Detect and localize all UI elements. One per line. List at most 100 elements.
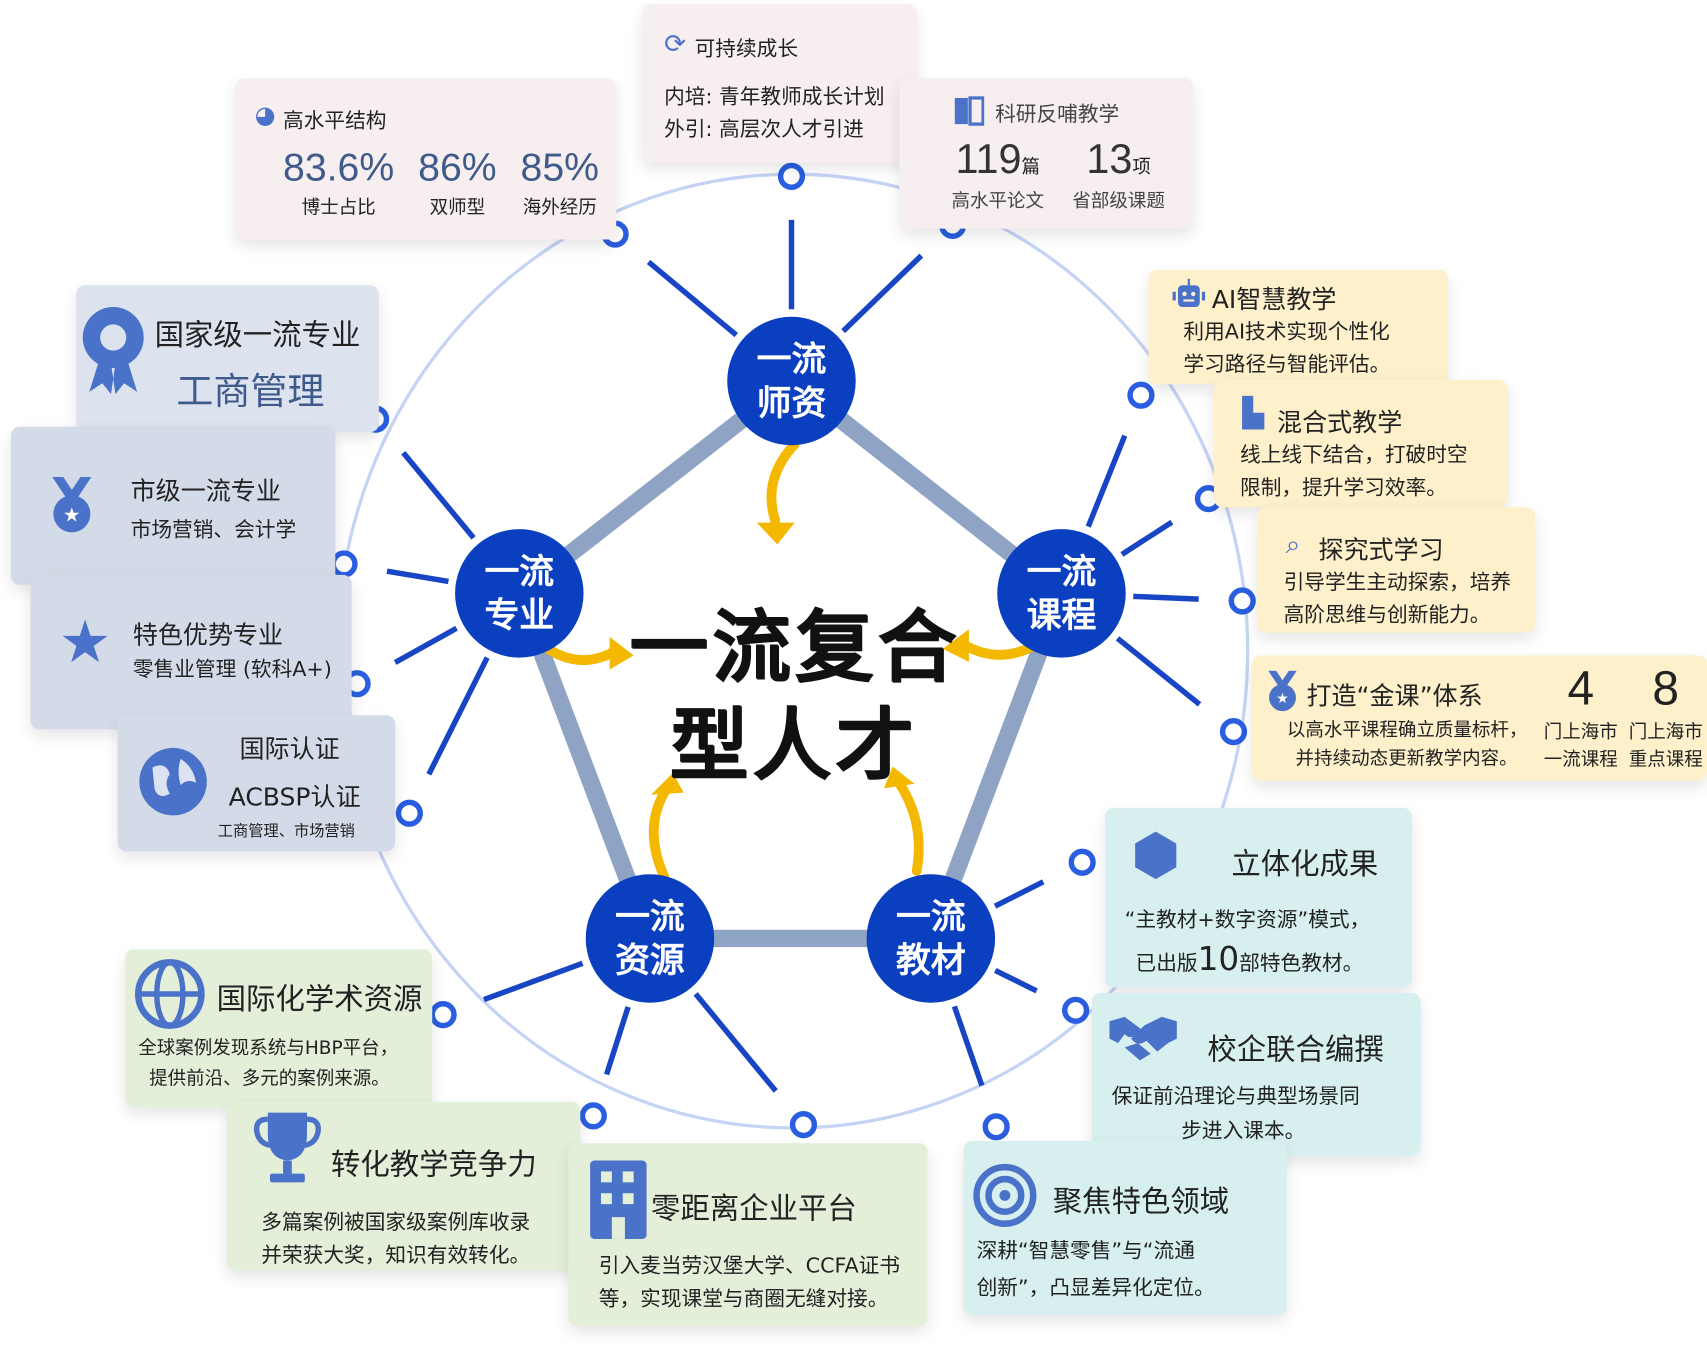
card-feature-major: ★ 特色优势专业 零售业管理 (软科A+) [30, 574, 352, 730]
node-faculty[interactable]: 一流师资 [727, 316, 856, 446]
stat-value: 86% [418, 144, 497, 190]
globe-icon [134, 959, 205, 1029]
card-text: 提供前沿、多元的案例来源。 [149, 1068, 390, 1090]
node-major[interactable]: 一流专业 [455, 529, 584, 658]
stat-label: 高水平论文 [951, 190, 1045, 213]
target-icon [973, 1163, 1037, 1227]
node-label: 一流 [895, 896, 966, 938]
card-text: 多篇案例被国家级案例库收录 [261, 1210, 531, 1235]
spoke-line [401, 451, 476, 540]
node-label: 师资 [756, 382, 827, 424]
card-text: 以高水平课程确立质量标杆， [1286, 719, 1528, 742]
ring-dot [982, 1113, 1010, 1141]
card-intl-accreditation: 国际认证 ACBSP认证 工商管理、市场营销 [117, 715, 396, 852]
node-textbook[interactable]: 一流教材 [866, 874, 996, 1003]
center-title-line1: 一流复合 [629, 599, 961, 693]
arrowheads [609, 522, 969, 795]
card-title: 零距离企业平台 [651, 1192, 857, 1226]
spoke-line [646, 259, 739, 338]
refresh-icon: ⟳ [664, 28, 687, 59]
text-post: 部特色教材。 [1239, 951, 1364, 976]
card-city-major: ★ 市级一流专业 市场营销、会计学 [10, 426, 336, 585]
card-text: 并荣获大奖，知识有效转化。 [261, 1243, 531, 1268]
card-subtitle: 市场营销、会计学 [130, 518, 297, 543]
stat-value: 4 [1567, 661, 1595, 716]
card-ai-teaching: AI智慧教学 利用AI技术实现个性化 学习路径与智能评估。 [1148, 269, 1448, 385]
golden-stats: 4 门上海市 一流课程 8 门上海市 重点课程 [1544, 662, 1703, 771]
node-label: 教材 [895, 939, 966, 981]
ring-dot [330, 550, 358, 578]
card-text: 保证前沿理论与典型场景同 [1111, 1084, 1360, 1109]
ring-dot [789, 1111, 818, 1139]
card-high-level-structure: ◕ 高水平结构 83.6% 博士占比 86% 双师型 85% 海外经历 [235, 78, 617, 240]
card-golden-course: ★ 打造“金课”体系 以高水平课程确立质量标杆， 并持续动态更新教学内容。 4 … [1252, 655, 1707, 781]
card-title: 探究式学习 [1318, 536, 1444, 566]
card-subtitle: 零售业管理 (软科A+) [132, 657, 332, 682]
stat-label: 双师型 [429, 197, 486, 219]
card-subtitle: 工商管理 [176, 370, 325, 414]
card-text: 并持续动态更新教学内容。 [1295, 747, 1518, 770]
building-icon [590, 1160, 647, 1239]
card-subtitle: ACBSP认证 [228, 783, 361, 813]
stat-value-group: 13项 [1086, 135, 1151, 185]
card-title: 科研反哺教学 [995, 102, 1120, 127]
stat-phd: 83.6% 博士占比 [283, 144, 394, 219]
spoke-line [483, 960, 584, 1003]
stat-label: 门上海市 [1628, 721, 1703, 744]
pie-chart-icon: ◕ [254, 102, 276, 130]
spoke-line [426, 656, 490, 776]
stat-papers: 119篇 高水平论文 [952, 135, 1045, 212]
spoke-line [841, 253, 924, 334]
spoke-line [1085, 434, 1128, 528]
card-text: 引导学生主动探索，培养 [1283, 570, 1512, 595]
card-teaching-competitiveness: 转化教学竞争力 多篇案例被国家级案例库收录 并荣获大奖，知识有效转化。 [226, 1101, 581, 1271]
card-intl-resources: 国际化学术资源 全球案例发现系统与HBP平台， 提供前沿、多元的案例来源。 [125, 949, 433, 1108]
card-school-enterprise: 校企联合编撰 保证前沿理论与典型场景同 步进入课本。 [1091, 992, 1421, 1157]
card-text: 等，实现课堂与商圈无缝对接。 [598, 1286, 889, 1311]
medal-icon: ★ [1268, 670, 1297, 712]
stat-value: 83.6% [283, 144, 395, 190]
node-label: 课程 [1026, 594, 1097, 636]
card-title: AI智慧教学 [1211, 286, 1337, 315]
node-resource[interactable]: 一流资源 [585, 874, 715, 1003]
svg-text:★: ★ [63, 503, 81, 526]
card-title: 打造“金课”体系 [1306, 682, 1483, 711]
card-title: 国际化学术资源 [216, 983, 423, 1017]
spokes [386, 219, 1202, 1093]
handshake-icon [1109, 1016, 1177, 1061]
star-icon: ★ [58, 607, 112, 677]
card-title: 校企联合编撰 [1207, 1033, 1384, 1067]
node-course[interactable]: 一流课程 [997, 529, 1126, 658]
card-enterprise-platform: 零距离企业平台 引入麦当劳汉堡大学、CCFA证书 等，实现课堂与商圈无缝对接。 [568, 1143, 928, 1327]
card-text: 内培: 青年教师成长计划 [664, 84, 885, 109]
card-text: 引入麦当劳汉堡大学、CCFA证书 [598, 1254, 901, 1279]
card-text: 全球案例发现系统与HBP平台， [138, 1037, 399, 1060]
stat-unit: 项 [1132, 156, 1151, 179]
research-stats: 119篇 高水平论文 13项 省部级课题 [952, 135, 1165, 212]
stat-label: 海外经历 [522, 197, 597, 219]
node-label: 一流 [484, 550, 555, 593]
spoke-line [951, 1005, 985, 1087]
ring-dot [429, 1001, 457, 1029]
stat-value-group: 119篇 [956, 135, 1040, 185]
structure-stats: 83.6% 博士占比 86% 双师型 85% 海外经历 [283, 144, 599, 219]
card-3d-results: ⬢ 立体化成果 “主教材+数字资源”模式， 已出版10部特色教材。 [1105, 807, 1413, 988]
cubes-icon: ⬢ [1131, 823, 1181, 889]
arrow-textbook [893, 776, 924, 876]
stat-value: 119 [955, 137, 1022, 183]
spoke-line [393, 625, 458, 665]
card-inquiry-learning: ⌕ 探究式学习 引导学生主动探索，培养 高阶思维与创新能力。 [1257, 507, 1536, 633]
stat-overseas: 85% 海外经历 [521, 144, 599, 219]
card-text: 高阶思维与创新能力。 [1283, 603, 1491, 628]
robot-icon [1172, 278, 1206, 308]
card-national-major: 国家级一流专业 工商管理 [76, 285, 379, 433]
stat-value: 13 [1086, 137, 1133, 183]
card-text: 学习路径与智能评估。 [1183, 352, 1391, 377]
card-sustainable-growth: ⟳ 可持续成长 内培: 青年教师成长计划 外引: 高层次人才引进 [642, 4, 917, 163]
stat-key-courses: 8 门上海市 重点课程 [1629, 662, 1703, 771]
stat-first-class-courses: 4 门上海市 一流课程 [1544, 662, 1618, 771]
svg-text:★: ★ [1276, 691, 1289, 707]
center-title-line2: 型人才 [669, 697, 918, 791]
text-pre: 已出版 [1135, 951, 1198, 976]
